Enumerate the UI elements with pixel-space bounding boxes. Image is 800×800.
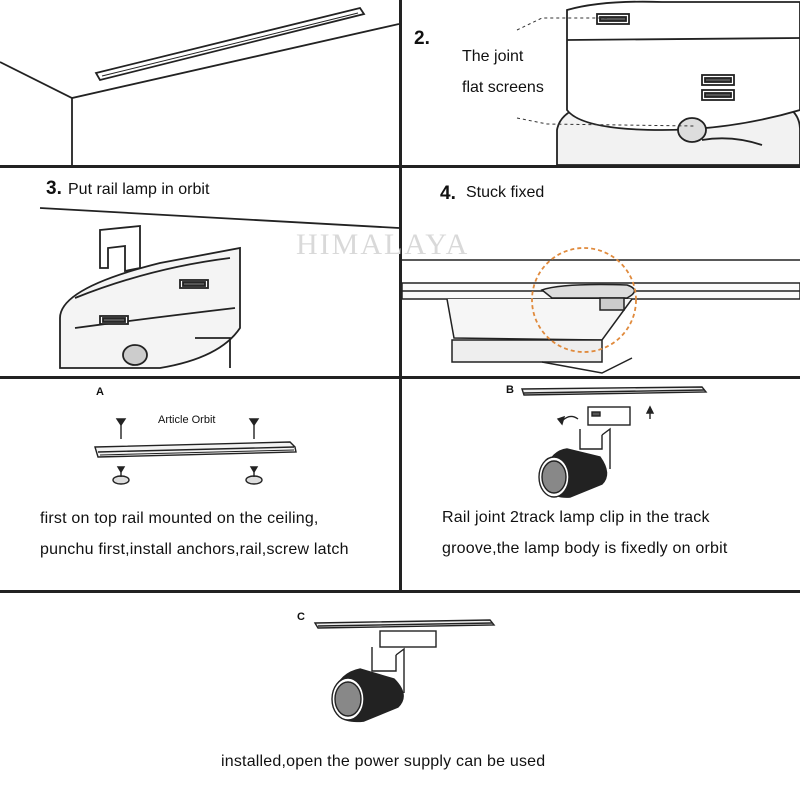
step-a-caption-line-2: punchu first,install anchors,rail,screw … [40, 541, 349, 558]
joint-label: The joint [462, 48, 524, 65]
panel-c-installed: C installed,open the power supply can be… [0, 593, 800, 800]
row-divider-3 [0, 590, 800, 593]
step-3-number: 3. [46, 178, 62, 199]
ceiling-rail-illustration [0, 6, 399, 165]
panel-a-mount-rail: A Article Orbit first on top rail mounte… [0, 379, 399, 590]
step-4-number: 4. [440, 183, 456, 204]
article-orbit-label: Article Orbit [158, 414, 216, 426]
panel-2-joint: 2. The joint flat screens [402, 0, 800, 165]
himalaya-watermark: HIMALAYA [296, 228, 470, 261]
step-2-number: 2. [414, 28, 430, 49]
panel-4-stuck-fixed: 4. Stuck fixed [402, 168, 800, 376]
stuck-fixed-label: Stuck fixed [466, 184, 545, 201]
lamp-clip-illustration [521, 386, 708, 498]
step-b-marker: B [506, 384, 514, 396]
step-c-caption: installed,open the power supply can be u… [221, 753, 546, 770]
put-rail-lamp-label: Put rail lamp in orbit [68, 181, 210, 198]
panel-b-clip-lamp: B Rail joint 2track lamp clip in the tra… [402, 379, 800, 590]
rail-mounting-illustration [94, 418, 297, 485]
step-b-caption-line-2: groove,the lamp body is fixedly on orbit [442, 540, 728, 557]
stuck-fixed-illustration [402, 247, 800, 374]
installed-lamp-illustration [313, 619, 496, 723]
step-a-caption-line-1: first on top rail mounted on the ceiling… [40, 510, 319, 527]
joint-closeup-illustration [516, 0, 800, 165]
step-c-marker: C [297, 611, 305, 623]
flat-screens-label: flat screens [462, 79, 544, 96]
panel-3-put-lamp: 3. Put rail lamp in orbit [0, 168, 399, 376]
column-divider [399, 0, 402, 590]
step-b-caption-line-1: Rail joint 2track lamp clip in the track [442, 509, 710, 526]
panel-1-ceiling-rail [0, 0, 399, 165]
lamp-into-rail-illustration [39, 207, 399, 369]
step-a-marker: A [96, 386, 104, 398]
